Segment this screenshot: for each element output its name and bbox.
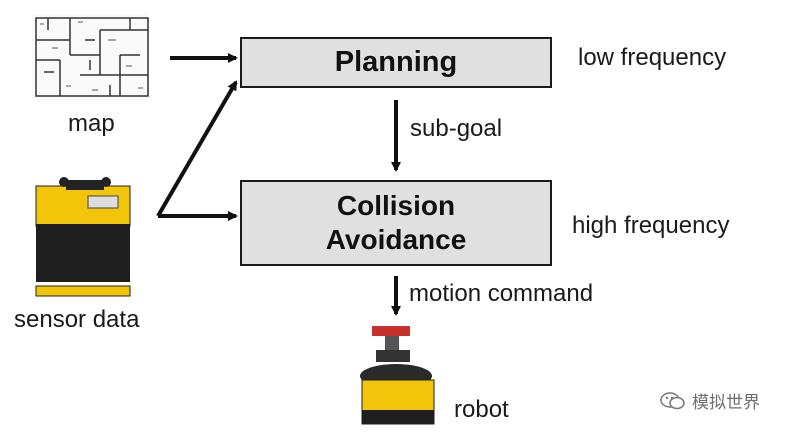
- motion-command-label: motion command: [409, 280, 594, 307]
- high-frequency-label: high frequency: [572, 212, 730, 239]
- wechat-icon: [660, 391, 685, 409]
- planning-box: Planning: [240, 37, 552, 88]
- sensor-image: [35, 177, 131, 297]
- low-frequency-label: low frequency: [578, 44, 727, 71]
- arrow-sensor-to-planning: [156, 80, 238, 218]
- watermark-text: 模拟世界: [692, 393, 760, 412]
- collision-label-line1: Collision: [336, 190, 456, 221]
- watermark: 模拟世界: [660, 388, 760, 413]
- collision-label-line2: Avoidance: [325, 224, 467, 255]
- collision-avoidance-box: Collision Avoidance: [240, 180, 552, 266]
- map-image: [32, 14, 150, 100]
- map-label: map: [68, 110, 115, 137]
- arrows: [156, 53, 401, 316]
- planning-label: Planning: [334, 46, 458, 78]
- robot-label: robot: [454, 396, 509, 423]
- robot-image: [360, 326, 435, 425]
- sub-goal-label: sub-goal: [410, 115, 503, 142]
- sensor-data-label: sensor data: [14, 306, 140, 333]
